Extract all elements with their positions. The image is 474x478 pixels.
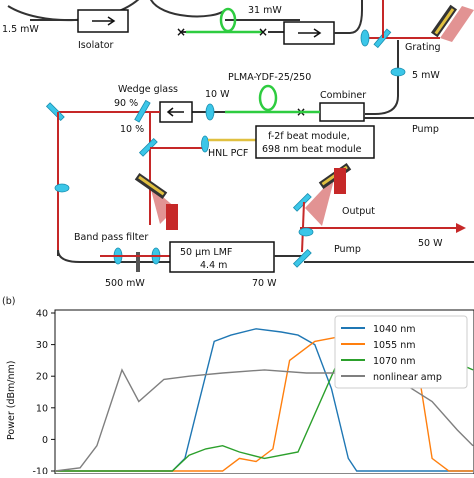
output-arrow-icon bbox=[456, 223, 466, 233]
lens-icon bbox=[360, 29, 370, 47]
mirror-icon bbox=[45, 102, 65, 122]
fiber-to-combiner bbox=[365, 40, 399, 115]
legend-label: 1070 nm bbox=[373, 356, 415, 367]
legend-label: 1055 nm bbox=[373, 340, 415, 351]
power-70w-label: 70 W bbox=[252, 278, 277, 289]
y-tick-label: 30 bbox=[36, 340, 48, 351]
beat-line2-label: 698 nm beat module bbox=[262, 144, 362, 155]
power-50w-label: 50 W bbox=[418, 238, 443, 249]
combiner-label: Combiner bbox=[320, 90, 366, 101]
grating-3-icon bbox=[305, 162, 352, 226]
series-line bbox=[54, 368, 474, 472]
lmf-line1-label: 50 μm LMF bbox=[180, 247, 232, 258]
power-10w-label: 10 W bbox=[205, 89, 230, 100]
pct10-label: 10 % bbox=[120, 124, 144, 135]
output-label: Output bbox=[342, 206, 375, 217]
lens-icon bbox=[54, 183, 70, 193]
plma-label: PLMA-YDF-25/250 bbox=[228, 72, 311, 83]
mount-block bbox=[334, 168, 346, 194]
lmf-box bbox=[169, 241, 275, 273]
bandpass-filter-icon bbox=[136, 252, 140, 272]
y-ticks: -10 0 10 20 30 40 bbox=[32, 309, 55, 478]
beat-module-box bbox=[255, 125, 375, 159]
y-tick-label: 10 bbox=[36, 403, 48, 414]
legend: 1040 nm 1055 nm 1070 nm nonlinear amp bbox=[334, 315, 468, 389]
grating-icon bbox=[430, 4, 474, 42]
grating-label: Grating bbox=[405, 42, 441, 53]
lmf-line2-label: 4.4 m bbox=[200, 260, 227, 271]
grating-2-icon bbox=[134, 172, 178, 230]
y-tick-label: 20 bbox=[36, 372, 48, 383]
lens-icon bbox=[205, 103, 215, 121]
hnl-label: HNL PCF bbox=[208, 148, 248, 159]
isolator-arrow-icon bbox=[92, 16, 116, 26]
pump-bottom-label: Pump bbox=[334, 244, 361, 255]
preamp-coil-icon bbox=[219, 7, 237, 33]
legend-label: 1040 nm bbox=[373, 324, 415, 335]
mount-block bbox=[166, 204, 178, 230]
y-tick-label: 40 bbox=[36, 309, 48, 320]
bandpass-label: Band pass filter bbox=[74, 232, 148, 243]
wedge-glass-icon bbox=[134, 99, 151, 123]
mirror-icon bbox=[373, 28, 392, 49]
mirror-icon bbox=[138, 137, 158, 157]
power-31-label: 31 mW bbox=[248, 5, 282, 16]
setup-diagram: Isolator 1.5 mW × × 31 mW Grating 5 mW bbox=[2, 0, 474, 289]
beat-line1-label: f-2f beat module, bbox=[268, 131, 350, 142]
splice-mark-icon: × bbox=[258, 25, 268, 39]
series-line bbox=[55, 328, 473, 472]
isolator-2-arrow-icon bbox=[298, 28, 322, 38]
isolator-label: Isolator bbox=[78, 40, 114, 51]
spectrum-chart: Power (dBm/nm) -10 0 10 20 30 40 1040 nm 1055 … bbox=[6, 309, 474, 478]
pump-top-label: Pump bbox=[412, 124, 439, 135]
lens-icon bbox=[201, 135, 209, 153]
power-in-label: 1.5 mW bbox=[2, 24, 39, 35]
y-tick-label: -10 bbox=[32, 467, 48, 475]
isolator-3-arrow-icon bbox=[166, 107, 184, 117]
wedge-label: Wedge glass bbox=[118, 84, 178, 95]
pct90-label: 90 % bbox=[114, 98, 138, 109]
main-amp-coil-icon bbox=[258, 84, 278, 112]
y-tick-label: 0 bbox=[42, 435, 48, 446]
panel-label: (b) bbox=[2, 296, 15, 307]
mirror-icon bbox=[292, 248, 312, 268]
splice-mark-icon: × bbox=[176, 25, 186, 39]
y-axis-label: Power (dBm/nm) bbox=[6, 361, 17, 440]
series-line bbox=[55, 334, 473, 472]
power-500-label: 500 mW bbox=[105, 278, 145, 289]
lens-icon bbox=[298, 227, 314, 237]
seed-fiber-loop-right bbox=[150, 0, 226, 18]
bottom-fiber bbox=[57, 249, 170, 263]
lens-icon bbox=[390, 67, 406, 77]
combiner-box bbox=[319, 102, 365, 122]
fiber-seg bbox=[334, 0, 363, 34]
power-5-label: 5 mW bbox=[412, 70, 440, 81]
legend-box bbox=[334, 315, 468, 389]
legend-label: nonlinear amp bbox=[373, 372, 442, 383]
